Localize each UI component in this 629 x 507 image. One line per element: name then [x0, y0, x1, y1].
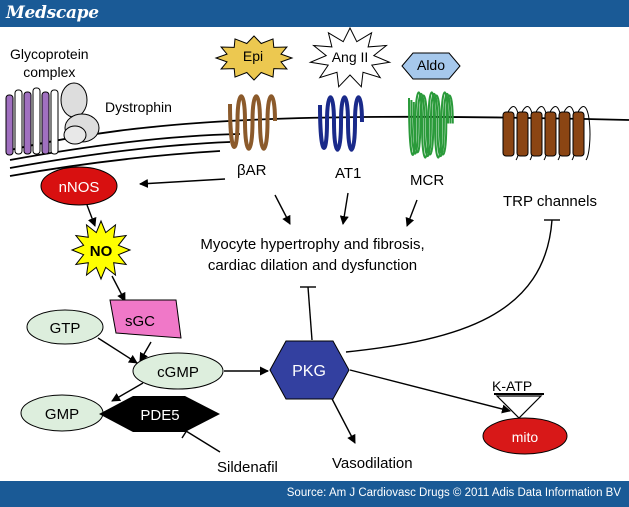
gmp-label: GMP	[45, 406, 79, 423]
sgc-node: sGC	[109, 299, 182, 339]
nnos-label: nNOS	[59, 179, 100, 196]
footer-bar: Source: Am J Cardiovasc Drugs © 2011 Adi…	[0, 481, 629, 507]
glycoprotein-complex-icon	[5, 82, 100, 156]
glycoprotein-complex-label: Glycoprotein complex	[10, 46, 89, 80]
no-node: NO	[70, 219, 132, 281]
at1-receptor-icon	[318, 95, 364, 152]
cgmp-label: cGMP	[157, 364, 199, 381]
nnos-node: nNOS	[40, 166, 118, 206]
aldo-ligand	[401, 52, 461, 80]
at1-label: AT1	[335, 165, 362, 182]
source-credit: Source: Am J Cardiovasc Drugs © 2011 Adi…	[286, 487, 621, 499]
vasodilation-label: Vasodilation	[332, 455, 413, 472]
epi-ligand	[214, 35, 294, 81]
epi-label: Epi	[242, 48, 264, 64]
cgmp-node: cGMP	[132, 352, 224, 390]
trp-channels-icon	[502, 106, 591, 161]
mcr-receptor-icon	[408, 91, 454, 159]
aldo-label: Aldo	[416, 57, 446, 73]
pde5-label: PDE5	[140, 407, 179, 424]
katp-label: K-ATP	[492, 378, 533, 394]
gtp-label: GTP	[50, 320, 81, 337]
sildenafil-label: Sildenafil	[217, 459, 278, 476]
sgc-label: sGC	[125, 313, 155, 330]
pathway-arrows	[86, 178, 560, 453]
mito-node: mito	[482, 417, 568, 455]
pkg-label: PKG	[292, 363, 326, 380]
mcr-label: MCR	[410, 172, 445, 189]
beta-ar-receptor-icon	[228, 94, 277, 151]
outcome-label: Myocyte hypertrophy and fibrosis, cardia…	[200, 236, 425, 274]
gmp-node: GMP	[20, 394, 104, 432]
no-label: NO	[90, 243, 113, 260]
dystrophin-label: Dystrophin	[105, 99, 172, 115]
ang2-ligand	[308, 26, 392, 88]
header-bar: Medscape	[0, 0, 629, 27]
gtp-node: GTP	[26, 309, 104, 345]
pde5-node: PDE5	[99, 396, 220, 432]
pkg-node: PKG	[269, 340, 350, 400]
katp-channel	[494, 393, 544, 419]
trp-channels-label: TRP channels	[503, 193, 597, 210]
beta-ar-label: βAR	[237, 162, 267, 179]
ang2-label: Ang II	[331, 49, 369, 65]
mito-label: mito	[512, 429, 539, 445]
brand-logo: Medscape	[6, 3, 99, 23]
